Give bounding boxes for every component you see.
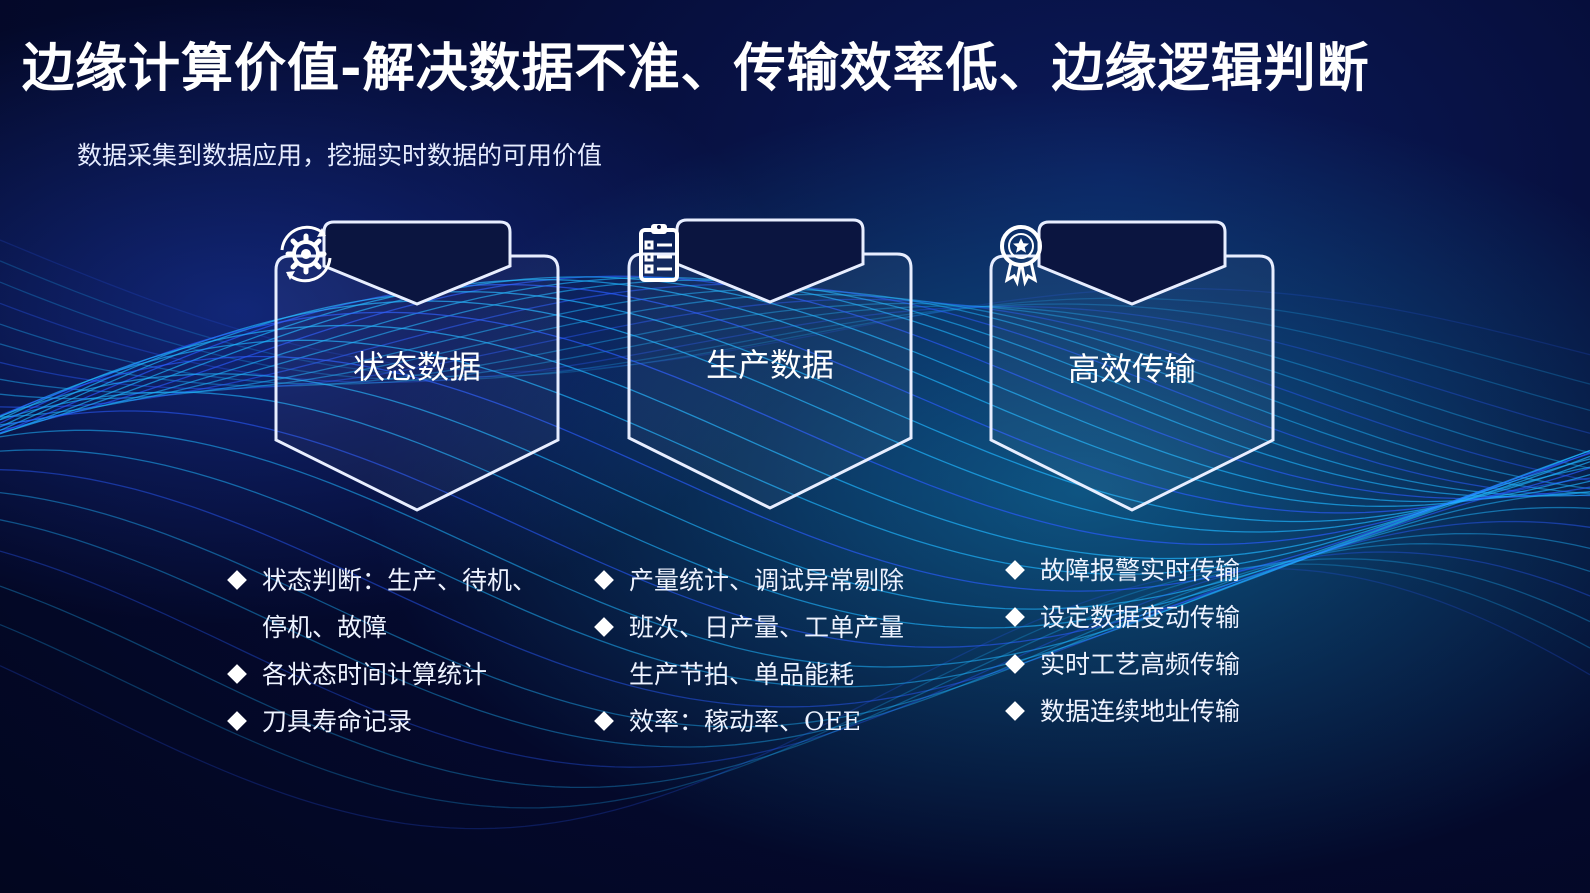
wave-line (0, 567, 1590, 830)
list-item: 状态判断：生产、待机、 (227, 557, 537, 604)
wave-line (0, 260, 1590, 385)
diamond-bullet-icon (227, 570, 247, 590)
wave-line (0, 278, 1590, 507)
wave-line (0, 491, 1590, 728)
award-medal-icon (1000, 225, 1042, 287)
list-item: 刀具寿命记录 (227, 698, 537, 745)
wave-line (0, 550, 1590, 768)
wave-line (0, 519, 1590, 748)
wave-line (0, 311, 1590, 546)
diamond-bullet-icon (594, 570, 614, 590)
list-item: 产量统计、调试异常剔除 (594, 557, 904, 604)
card-label: 生产数据 (705, 346, 834, 384)
wave-line (0, 239, 1590, 373)
production-data-list: 产量统计、调试异常剔除 班次、日产量、工单产量 生产节拍、单品能耗 效率：稼动率… (594, 557, 904, 745)
card-production-data: 生产数据 (625, 218, 915, 518)
wave-line (0, 449, 1590, 688)
diamond-bullet-icon (1005, 607, 1025, 627)
list-item-continuation: 生产节拍、单品能耗 (629, 660, 855, 689)
list-item-continuation: 停机、故障 (262, 613, 388, 642)
list-item: 实时工艺高频传输 (1005, 641, 1240, 688)
wave-line (0, 300, 1590, 533)
list-item: 各状态时间计算统计 (227, 651, 537, 698)
slide-subtitle: 数据采集到数据应用，挖掘实时数据的可用价值 (77, 141, 603, 170)
wave-line (0, 558, 1590, 789)
wave-line (0, 563, 1590, 809)
diamond-bullet-icon (1005, 654, 1025, 674)
wave-line (0, 469, 1590, 708)
card-label: 高效传输 (1067, 350, 1196, 388)
list-item: 班次、日产量、工单产量 (594, 604, 904, 651)
card-label: 状态数据 (352, 348, 481, 386)
clipboard-checklist-icon (639, 224, 679, 282)
diamond-bullet-icon (1005, 560, 1025, 580)
list-item: 效率：稼动率、OEE (594, 698, 904, 745)
list-item: 设定数据变动传输 (1005, 594, 1240, 641)
diamond-bullet-icon (227, 711, 247, 731)
diamond-bullet-icon (1005, 701, 1025, 721)
card-efficient-transfer: 高效传输 (987, 220, 1277, 520)
wave-line (0, 391, 1590, 629)
wave-line (0, 355, 1590, 592)
diamond-bullet-icon (594, 617, 614, 637)
diamond-bullet-icon (227, 664, 247, 684)
wave-line (0, 298, 1590, 481)
wave-line (0, 373, 1590, 610)
list-item: 故障报警实时传输 (1005, 547, 1240, 594)
card-status-data: 状态数据 (272, 220, 562, 520)
wave-line (0, 283, 1590, 514)
efficient-transfer-list: 故障报警实时传输 设定数据变动传输 实时工艺高频传输 数据连续地址传输 (1005, 547, 1240, 735)
list-item: 数据连续地址传输 (1005, 688, 1240, 735)
wave-line (0, 275, 1590, 500)
gear-refresh-icon (280, 225, 332, 283)
slide-title: 边缘计算价值-解决数据不准、传输效率低、边缘逻辑判断 (22, 39, 1370, 99)
status-data-list: 状态判断：生产、待机、 停机、故障 各状态时间计算统计 刀具寿命记录 (227, 557, 537, 745)
diamond-bullet-icon (594, 711, 614, 731)
wave-line (0, 324, 1590, 560)
wave-line (0, 293, 1590, 490)
wave-line (0, 291, 1590, 523)
wave-line (0, 281, 1590, 412)
